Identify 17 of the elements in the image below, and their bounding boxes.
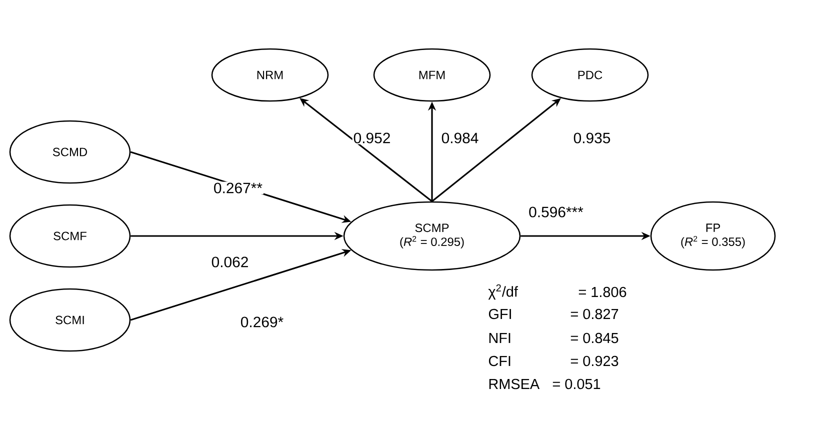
edge-label: 0.984	[440, 132, 480, 144]
fit-statistic: GFI	[488, 308, 511, 320]
fit-statistic: NFI	[489, 333, 510, 343]
fit-statistic: = 0.051	[552, 378, 600, 390]
edge-label: 0.269*	[239, 316, 285, 328]
edge-label: 0.952	[352, 132, 392, 144]
fit-statistic: = 0.845	[570, 332, 618, 344]
fit-statistic: = 0.827	[570, 308, 618, 320]
fit-statistic: = 0.923	[570, 356, 618, 366]
fit-statistic: = 1.806	[578, 286, 626, 298]
edge-label: 0.596***	[528, 206, 584, 218]
fit-statistic: CFI	[488, 356, 510, 366]
edge-label: 0.267**	[212, 182, 264, 194]
edge-label: 0.062	[210, 256, 250, 268]
edge-label: 0.935	[572, 132, 612, 144]
fit-statistic: χ$^{2}$/df	[488, 284, 518, 300]
fit-statistic: RMSEA	[489, 378, 540, 390]
